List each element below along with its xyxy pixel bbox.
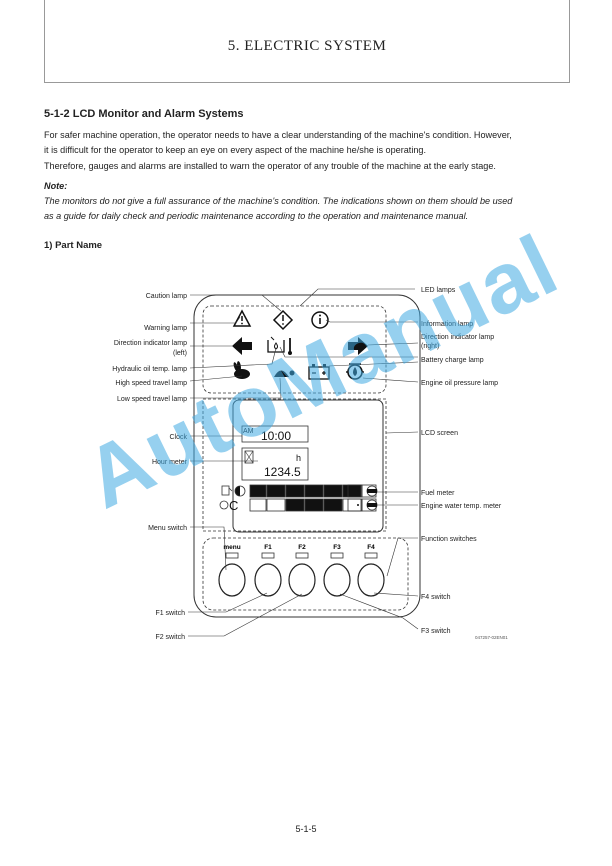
led-panel: [202, 305, 387, 394]
chapter-title: 5. ELECTRIC SYSTEM: [227, 38, 387, 54]
label-lcd-screen: LCD screen: [421, 430, 458, 437]
svg-text:C: C: [229, 498, 238, 513]
fuel-pump-icon: [221, 485, 233, 496]
label-f3-switch: F3 switch: [421, 628, 451, 635]
label-caution-lamp: Caution lamp: [146, 293, 187, 300]
meter-segment: [266, 498, 286, 512]
switch-led-f3: [330, 552, 344, 559]
paragraph-line: For safer machine operation, the operato…: [44, 130, 512, 140]
f4-switch-button[interactable]: [357, 563, 385, 597]
battery-charge-icon: [308, 364, 330, 380]
note-label: Note:: [44, 181, 68, 191]
meter-segment: [304, 498, 324, 512]
label-function-switches: Function switches: [421, 536, 477, 543]
note-line: The monitors do not give a full assuranc…: [44, 196, 513, 206]
switch-panel: [202, 537, 409, 611]
paragraph-line: Therefore, gauges and alarms are install…: [44, 161, 496, 171]
direction-right-icon: [348, 337, 368, 355]
label-f2-switch: F2 switch: [155, 634, 185, 641]
clock-box: [241, 425, 309, 443]
label-hydraulic-oil-temp: Hydraulic oil temp. lamp: [112, 366, 187, 373]
meter-segment: [249, 498, 267, 512]
lcd-screen: [232, 399, 384, 533]
label-led-lamps: LED lamps: [421, 287, 456, 294]
label-f1-switch: F1 switch: [155, 610, 185, 617]
switch-led-f4: [364, 552, 378, 559]
f3-switch-button[interactable]: [323, 563, 351, 597]
label-battery-charge: Battery charge lamp: [421, 357, 484, 364]
monitor-housing: [193, 294, 421, 618]
hydraulic-oil-temp-icon: [267, 336, 292, 355]
meter-segment: [304, 484, 324, 498]
fuel-meter-bar: [249, 484, 377, 498]
hour-unit: h: [296, 453, 301, 463]
label-warning-lamp: Warning lamp: [144, 325, 187, 332]
label-fuel-meter: Fuel meter: [421, 490, 455, 497]
switch-led-f1: [261, 552, 275, 559]
clock-ampm: AM: [243, 428, 254, 435]
label-high-speed-travel: High speed travel lamp: [115, 380, 187, 387]
page-number: 5-1-5: [295, 824, 317, 834]
switch-label-f2: F2: [298, 544, 306, 551]
f2-switch-button[interactable]: [288, 563, 316, 597]
fuel-empty-indicator: [235, 486, 240, 496]
meter-segment: [285, 498, 305, 512]
label-information-lamp: Information lamp: [421, 321, 473, 328]
label-clock: Clock: [169, 434, 187, 441]
label-dir-left-2: (left): [173, 350, 187, 357]
label-dir-left-1: Direction indicator lamp: [114, 340, 187, 347]
meter-segment: [285, 484, 305, 498]
menu-switch-button[interactable]: [218, 563, 246, 597]
figure-code: 047257-02EN01: [475, 635, 508, 640]
low-speed-travel-icon: [274, 370, 295, 377]
f1-switch-button[interactable]: [254, 563, 282, 597]
section-heading: 5-1-2 LCD Monitor and Alarm Systems: [44, 108, 244, 120]
information-lamp-icon: [311, 311, 329, 329]
meter-segment: [266, 484, 286, 498]
label-low-speed-travel: Low speed travel lamp: [117, 396, 187, 403]
switch-label-f4: F4: [367, 544, 375, 551]
leader-lines: [188, 288, 419, 637]
hour-value: 1234.5: [264, 465, 301, 479]
switch-label-f1: F1: [264, 544, 272, 551]
meter-segment: [323, 484, 343, 498]
part-name-heading: 1) Part Name: [44, 240, 103, 251]
switch-label-f3: F3: [333, 544, 341, 551]
switch-led-menu: [225, 552, 239, 559]
caution-lamp-icon: [232, 309, 252, 327]
label-f4-switch: F4 switch: [421, 594, 451, 601]
paragraph-line: it is difficult for the operator to keep…: [44, 145, 426, 155]
switch-label-menu: menu: [223, 544, 240, 551]
label-menu-switch: Menu switch: [148, 525, 187, 532]
hour-meter-box: [241, 447, 309, 481]
note-line: as a guide for daily check and periodic …: [44, 211, 469, 221]
lcd-panel-border: [202, 398, 387, 532]
clock-time: 10:00: [261, 429, 291, 443]
direction-left-icon: [232, 337, 252, 355]
label-engine-oil-pressure: Engine oil pressure lamp: [421, 380, 498, 387]
meter-segment: [323, 498, 343, 512]
label-engine-water-temp: Engine water temp. meter: [421, 503, 502, 510]
meter-segment: [249, 484, 267, 498]
label-dir-right-1: Direction indicator lamp: [421, 334, 494, 341]
fuel-full-icon: [366, 485, 378, 497]
monitor-diagram: AM 10:00 h 1234.5 C menu F1 F2 F3 F4: [112, 287, 508, 641]
water-temp-icon: C: [219, 498, 238, 513]
label-hour-meter: Hour meter: [152, 459, 188, 466]
label-dir-right-2: (right): [421, 343, 439, 350]
warning-lamp-icon: [272, 309, 294, 331]
switch-led-f2: [295, 552, 309, 559]
header-box: 5. ELECTRIC SYSTEM: [44, 0, 570, 83]
